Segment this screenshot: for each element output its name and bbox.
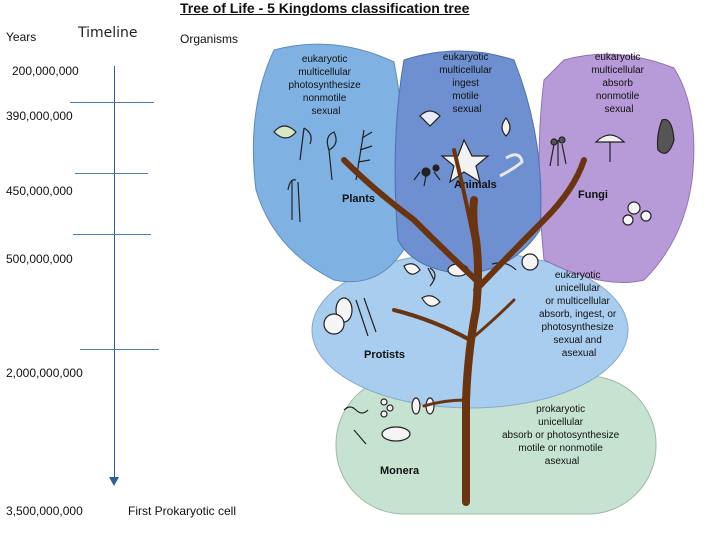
- year-label-3: 450,000,000: [6, 184, 73, 198]
- timeline-axis: [114, 66, 115, 482]
- year-label-1: 200,000,000: [12, 64, 79, 78]
- years-header: Years: [6, 30, 36, 44]
- timeline-tick: [73, 234, 151, 235]
- year-label-2: 390,000,000: [6, 109, 73, 123]
- first-prokaryotic-cell-label: First Prokaryotic cell: [128, 504, 236, 518]
- tree-of-life-diagram: eukaryotic multicellular photosynthesize…: [244, 40, 700, 516]
- timeline-tick: [80, 349, 159, 350]
- year-label-4: 500,000,000: [6, 252, 73, 266]
- page-title: Tree of Life - 5 Kingdoms classification…: [180, 0, 469, 16]
- timeline-header: Timeline: [78, 25, 138, 41]
- monera-name: Monera: [380, 465, 420, 477]
- timeline-tick: [75, 173, 148, 174]
- year-label-6: 3,500,000,000: [6, 504, 83, 518]
- timeline-arrowhead: [109, 477, 119, 486]
- organisms-header: Organisms: [180, 32, 238, 46]
- protists-name: Protists: [364, 349, 405, 361]
- fungi-name: Fungi: [578, 189, 608, 201]
- plants-name: Plants: [342, 193, 375, 205]
- timeline-tick: [70, 102, 154, 103]
- year-label-5: 2,000,000,000: [6, 366, 83, 380]
